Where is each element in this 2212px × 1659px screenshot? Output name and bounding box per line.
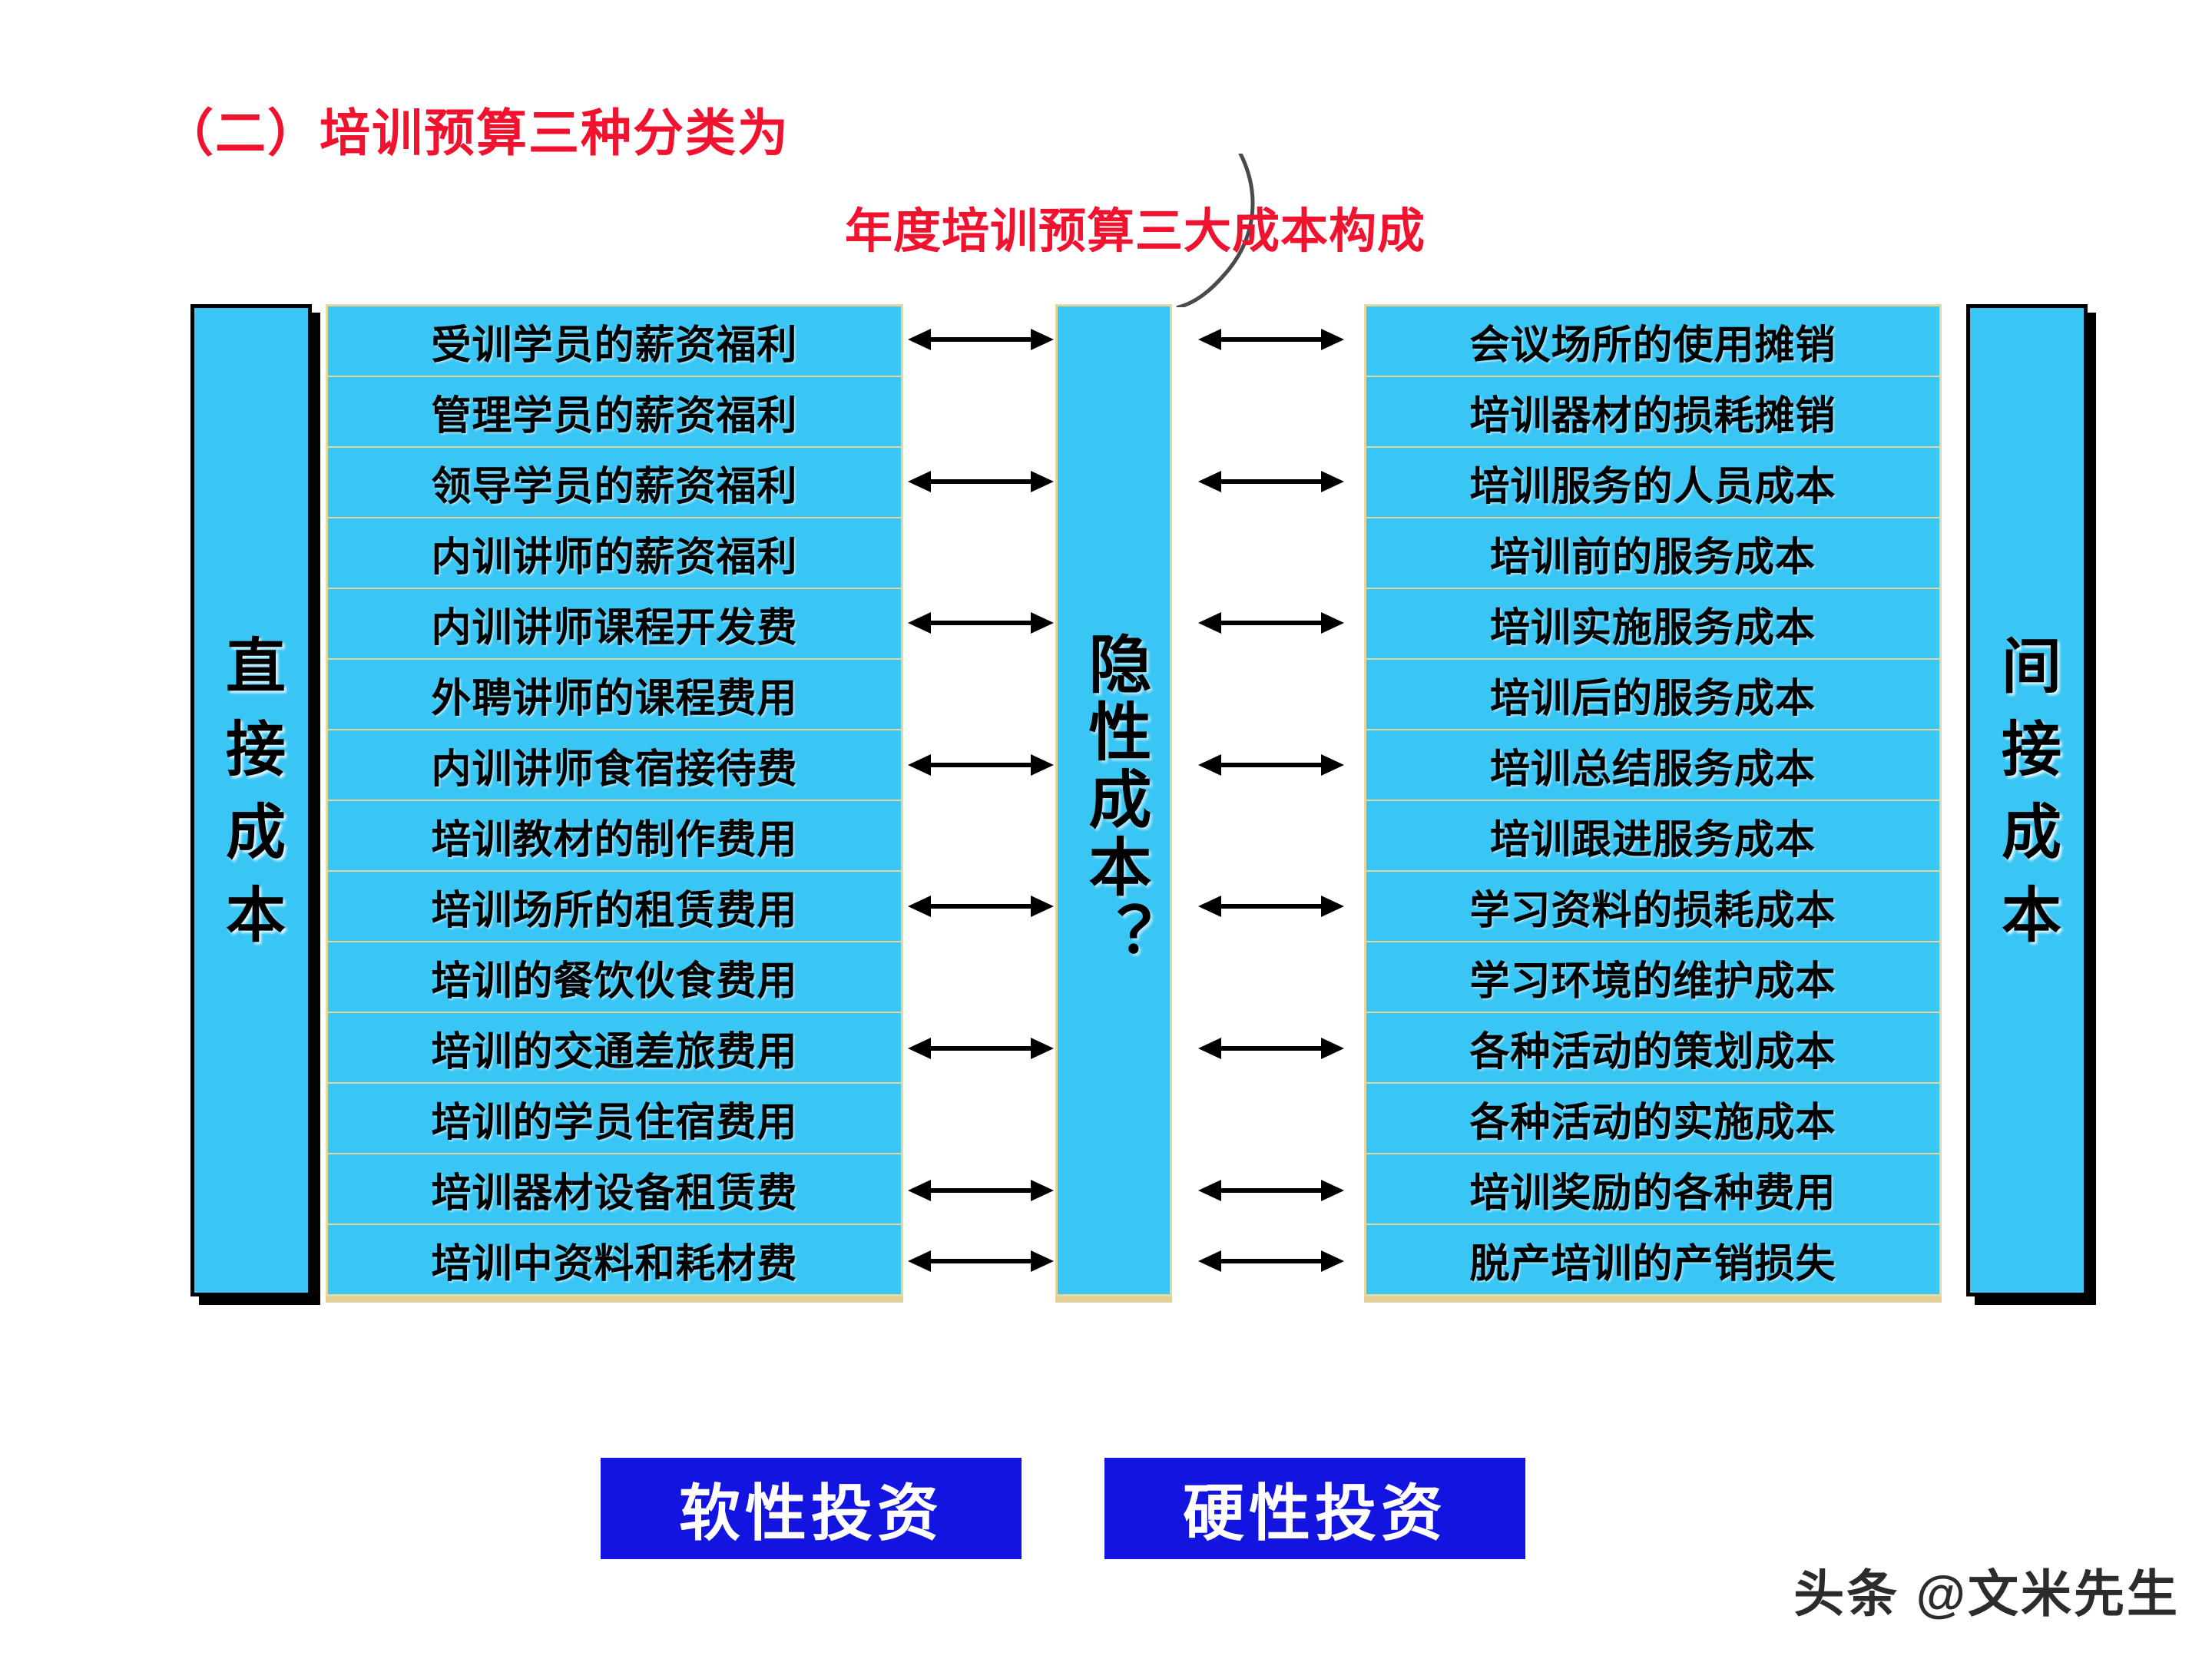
list-item-label: 培训的交通差旅费用 (431, 1029, 798, 1075)
hard-investment-button[interactable]: 硬性投资 (1104, 1458, 1525, 1559)
list-item-label: 内训讲师食宿接待费 (431, 747, 798, 792)
direct-cost-row: 培训的餐饮伙食费用 (328, 942, 901, 1013)
watermark: 头条 @文米先生 (1793, 1565, 2180, 1622)
list-item-label: 培训的餐饮伙食费用 (431, 959, 798, 1004)
right-double-arrow (1198, 891, 1344, 922)
list-item-label: 培训中资料和耗材费 (431, 1241, 798, 1286)
list-item-label: 受训学员的薪资福利 (431, 323, 798, 368)
indirect-cost-row: 会议场所的使用摊销 (1366, 306, 1939, 377)
list-item-label: 内训讲师课程开发费 (431, 605, 798, 651)
list-item-label: 培训场所的租赁费用 (431, 888, 798, 933)
list-item-label: 培训教材的制作费用 (431, 817, 798, 863)
indirect-cost-row: 培训实施服务成本 (1366, 589, 1939, 660)
hidden-cost-label-text: 隐性成本？ (1079, 631, 1149, 969)
list-item-label: 管理学员的薪资福利 (431, 393, 798, 439)
list-item-label: 培训器材设备租赁费 (431, 1171, 798, 1216)
indirect-cost-row: 培训奖励的各种费用 (1366, 1154, 1939, 1225)
indirect-cost-row: 培训总结服务成本 (1366, 730, 1939, 801)
diagram-subtitle: 年度培训预算三大成本构成 (845, 205, 1426, 258)
indirect-cost-row: 培训服务的人员成本 (1366, 448, 1939, 518)
left-double-arrow (908, 608, 1054, 638)
list-item-label: 培训的学员住宿费用 (431, 1100, 798, 1145)
left-double-arrow (908, 1033, 1054, 1064)
indirect-cost-row: 培训跟进服务成本 (1366, 801, 1939, 872)
direct-cost-row: 内训讲师食宿接待费 (328, 730, 901, 801)
left-double-arrow (908, 891, 1054, 922)
indirect-cost-list: 会议场所的使用摊销培训器材的损耗摊销培训服务的人员成本培训前的服务成本培训实施服… (1364, 304, 1942, 1296)
list-item-label: 培训后的服务成本 (1489, 676, 1816, 721)
list-item-label: 培训跟进服务成本 (1489, 817, 1816, 863)
direct-cost-row: 培训器材设备租赁费 (328, 1154, 901, 1225)
direct-cost-row: 培训场所的租赁费用 (328, 872, 901, 942)
left-double-arrow (908, 750, 1054, 780)
list-item-label: 脱产培训的产销损失 (1469, 1241, 1836, 1286)
direct-cost-label-text: 直接成本 (217, 634, 285, 966)
direct-cost-row: 内训讲师的薪资福利 (328, 518, 901, 589)
indirect-cost-row: 脱产培训的产销损失 (1366, 1225, 1939, 1294)
direct-cost-list: 受训学员的薪资福利管理学员的薪资福利领导学员的薪资福利内训讲师的薪资福利内训讲师… (326, 304, 903, 1296)
list-item-label: 内训讲师的薪资福利 (431, 535, 798, 580)
direct-cost-label-bar: 直接成本 (190, 304, 312, 1296)
direct-cost-row: 内训讲师课程开发费 (328, 589, 901, 660)
left-double-arrow (908, 324, 1054, 355)
indirect-cost-row: 培训器材的损耗摊销 (1366, 377, 1939, 448)
left-double-arrow (908, 466, 1054, 497)
indirect-cost-row: 学习环境的维护成本 (1366, 942, 1939, 1013)
list-item-label: 各种活动的策划成本 (1469, 1029, 1836, 1075)
list-item-label: 学习资料的损耗成本 (1469, 888, 1836, 933)
right-double-arrow (1198, 1033, 1344, 1064)
direct-cost-row: 外聘讲师的课程费用 (328, 660, 901, 730)
indirect-cost-row: 培训后的服务成本 (1366, 660, 1939, 730)
direct-cost-row: 培训的交通差旅费用 (328, 1013, 901, 1084)
list-item-label: 会议场所的使用摊销 (1469, 323, 1836, 368)
list-item-label: 学习环境的维护成本 (1469, 959, 1836, 1004)
list-item-label: 培训总结服务成本 (1489, 747, 1816, 792)
indirect-cost-label-bar: 间接成本 (1966, 304, 2088, 1296)
list-item-label: 领导学员的薪资福利 (431, 464, 798, 509)
right-double-arrow (1198, 466, 1344, 497)
cost-structure-diagram: 直接成本 受训学员的薪资福利管理学员的薪资福利领导学员的薪资福利内训讲师的薪资福… (0, 304, 2212, 1310)
direct-cost-row: 培训中资料和耗材费 (328, 1225, 901, 1294)
right-double-arrow (1198, 750, 1344, 780)
hidden-cost-column: 隐性成本？ (1055, 304, 1172, 1296)
list-item-label: 培训器材的损耗摊销 (1469, 393, 1836, 439)
direct-cost-row: 管理学员的薪资福利 (328, 377, 901, 448)
soft-investment-button[interactable]: 软性投资 (601, 1458, 1022, 1559)
right-double-arrow (1198, 1175, 1344, 1206)
indirect-cost-row: 各种活动的策划成本 (1366, 1013, 1939, 1084)
hard-investment-label: 硬性投资 (1183, 1481, 1447, 1548)
right-double-arrow (1198, 324, 1344, 355)
list-item-label: 培训服务的人员成本 (1469, 464, 1836, 509)
page-title: （二）培训预算三种分类为 (163, 104, 790, 161)
soft-investment-label: 软性投资 (679, 1481, 943, 1548)
direct-cost-row: 受训学员的薪资福利 (328, 306, 901, 377)
right-double-arrow (1198, 608, 1344, 638)
right-double-arrow (1198, 1246, 1344, 1277)
direct-cost-row: 培训教材的制作费用 (328, 801, 901, 872)
indirect-cost-row: 各种活动的实施成本 (1366, 1084, 1939, 1154)
list-item-label: 各种活动的实施成本 (1469, 1100, 1836, 1145)
indirect-cost-row: 培训前的服务成本 (1366, 518, 1939, 589)
direct-cost-row: 培训的学员住宿费用 (328, 1084, 901, 1154)
list-item-label: 培训前的服务成本 (1489, 535, 1816, 580)
left-double-arrow (908, 1246, 1054, 1277)
left-double-arrow (908, 1175, 1054, 1206)
direct-cost-row: 领导学员的薪资福利 (328, 448, 901, 518)
list-item-label: 培训实施服务成本 (1489, 605, 1816, 651)
list-item-label: 外聘讲师的课程费用 (431, 676, 798, 721)
list-item-label: 培训奖励的各种费用 (1469, 1171, 1836, 1216)
indirect-cost-label-text: 间接成本 (1993, 634, 2061, 966)
indirect-cost-row: 学习资料的损耗成本 (1366, 872, 1939, 942)
